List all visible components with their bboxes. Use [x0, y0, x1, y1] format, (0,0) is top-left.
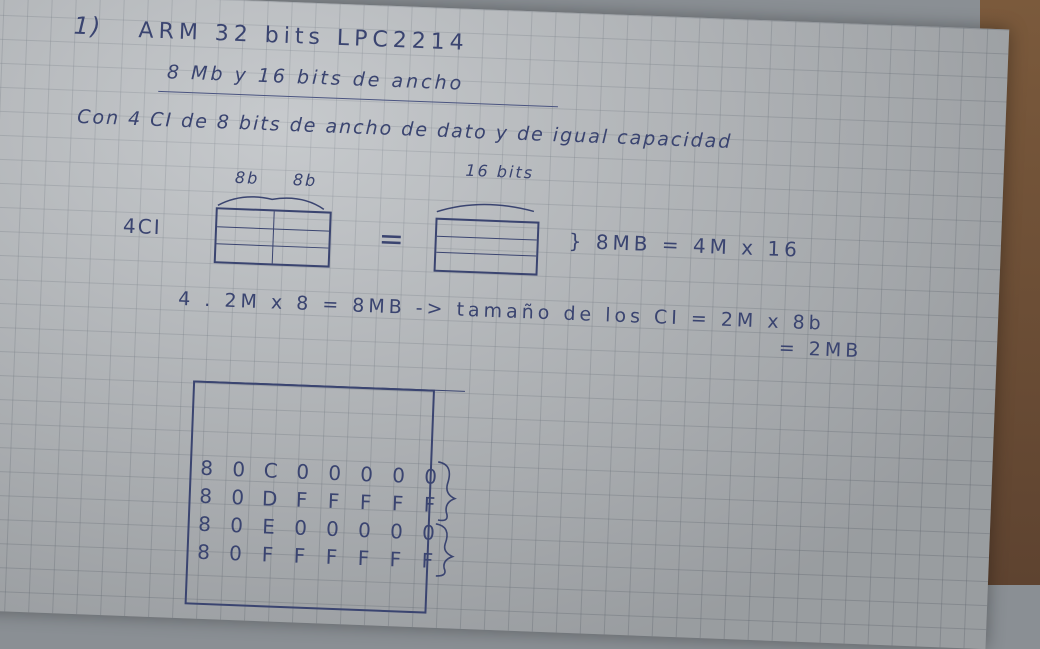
result-right: } 8MB = 4M x 16: [568, 228, 802, 262]
equals-sign: =: [378, 221, 407, 258]
range-braces: [435, 461, 457, 577]
heading-line3: Con 4 CI de 8 bits de ancho de dato y de…: [76, 105, 733, 153]
underline: [158, 90, 558, 108]
item-number: 1): [73, 11, 103, 41]
label-8b-right: 8b: [292, 170, 318, 191]
label-16bits: 16 bits: [465, 160, 535, 183]
graph-paper-sheet: 1) ARM 32 bits LPC2214 8 Mb y 16 bits de…: [0, 0, 1010, 649]
equation: 4 . 2M x 8 = 8MB -> tamaño de los CI = 2…: [177, 287, 826, 335]
label-8b-left: 8b: [234, 167, 260, 188]
brace-lines: [217, 196, 535, 213]
heading-line1: ARM 32 bits LPC2214: [138, 18, 470, 56]
equation-cont: = 2MB: [778, 336, 863, 363]
chip-block-right: [433, 217, 540, 276]
chip-grid-left: [213, 207, 332, 268]
heading-line2: 8 Mb y 16 bits de ancho: [166, 61, 465, 95]
label-4ci: 4CI: [122, 213, 163, 240]
